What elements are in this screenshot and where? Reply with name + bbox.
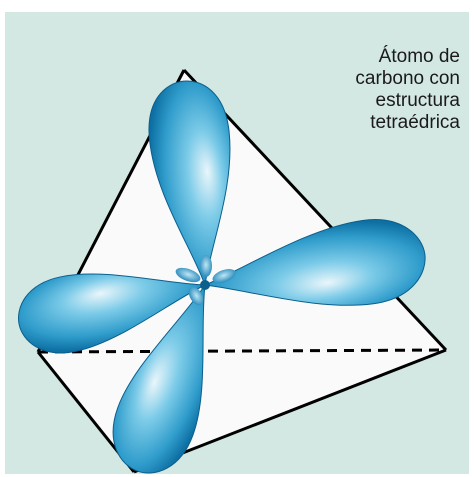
orbital-lobe-left — [18, 273, 206, 354]
orbital-lobes — [18, 80, 426, 474]
orbital-lobe-top — [148, 80, 231, 286]
caption-line: Átomo de — [378, 46, 460, 67]
caption-line: tetraédrica — [370, 112, 460, 133]
orbital-lobe-bottom — [112, 284, 206, 474]
small-lobe — [188, 286, 204, 306]
caption-line: estructura — [375, 90, 460, 111]
tetrahedron-hidden-edge — [37, 348, 447, 354]
caption-line: carbono con — [355, 68, 460, 89]
small-lobe — [200, 255, 212, 277]
nucleus — [200, 280, 210, 290]
orbital-lobe-right — [203, 219, 426, 306]
caption: Átomo de carbono con estructura tetraédr… — [300, 46, 460, 134]
small-lobe — [175, 267, 201, 283]
small-lobe — [212, 269, 236, 283]
